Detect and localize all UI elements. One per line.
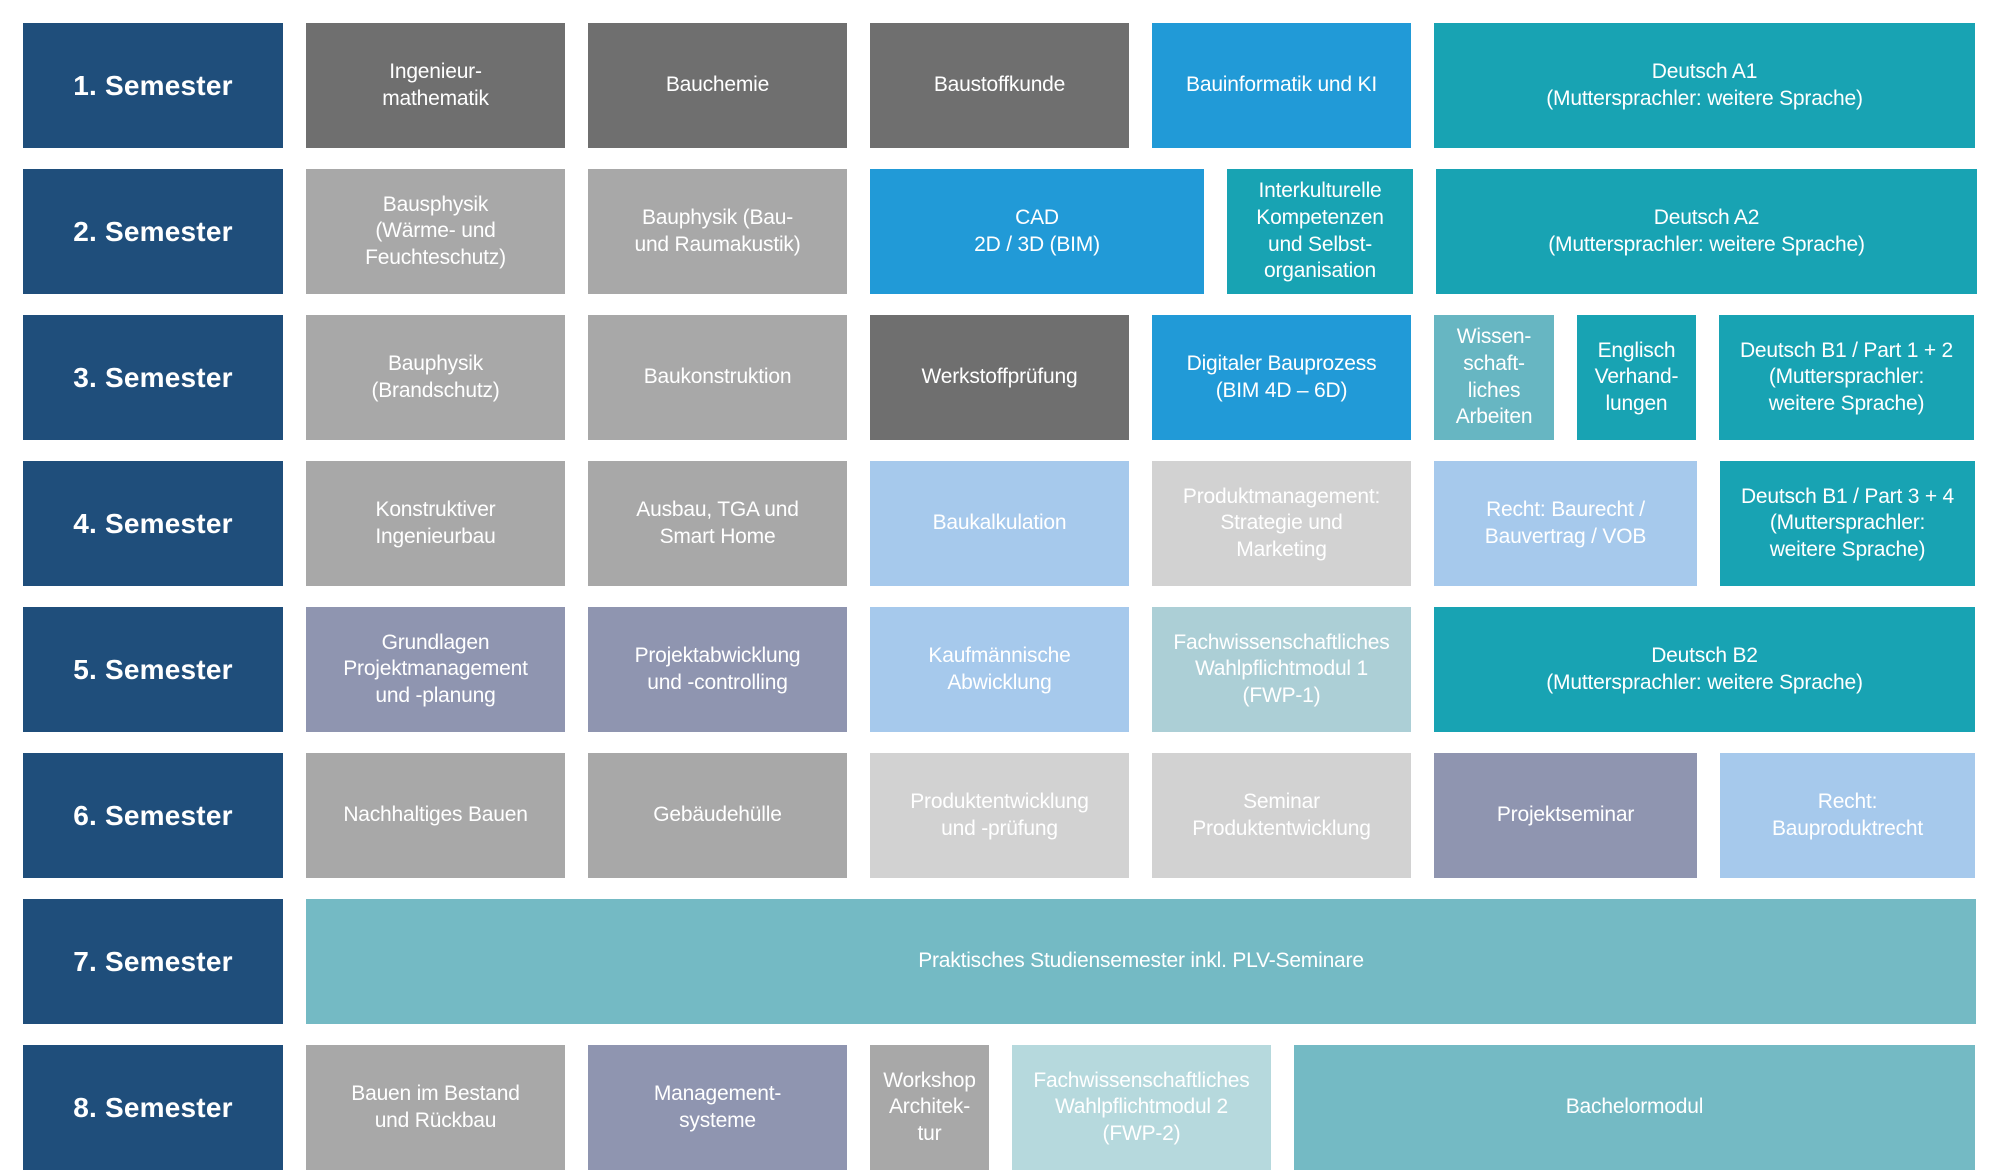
module-box: Projektseminar bbox=[1434, 753, 1697, 878]
module-box: Digitaler Bauprozess (BIM 4D – 6D) bbox=[1152, 315, 1411, 440]
module-box: Bauphysik (Bau- und Raumakustik) bbox=[588, 169, 847, 294]
semester-label: 2. Semester bbox=[23, 169, 283, 294]
module-box: Baukalkulation bbox=[870, 461, 1129, 586]
module-box: Praktisches Studiensemester inkl. PLV-Se… bbox=[306, 899, 1976, 1024]
semester-label: 4. Semester bbox=[23, 461, 283, 586]
module-box: Fachwissenschaftliches Wahlpflichtmodul … bbox=[1012, 1045, 1271, 1170]
module-box: Seminar Produktentwicklung bbox=[1152, 753, 1411, 878]
module-box: Konstruktiver Ingenieurbau bbox=[306, 461, 565, 586]
module-box: Bauinformatik und KI bbox=[1152, 23, 1411, 148]
module-box: Wissen- schaft- liches Arbeiten bbox=[1434, 315, 1554, 440]
module-box: Gebäudehülle bbox=[588, 753, 847, 878]
module-box: Deutsch A2 (Muttersprachler: weitere Spr… bbox=[1436, 169, 1977, 294]
module-box: Deutsch A1 (Muttersprachler: weitere Spr… bbox=[1434, 23, 1975, 148]
module-box: Ingenieur- mathematik bbox=[306, 23, 565, 148]
module-box: Recht: Baurecht / Bauvertrag / VOB bbox=[1434, 461, 1697, 586]
module-box: Nachhaltiges Bauen bbox=[306, 753, 565, 878]
module-box: Englisch Verhand- lungen bbox=[1577, 315, 1696, 440]
module-box: Produktmanagement: Strategie und Marketi… bbox=[1152, 461, 1411, 586]
module-box: Bauphysik (Brandschutz) bbox=[306, 315, 565, 440]
module-box: Kaufmännische Abwicklung bbox=[870, 607, 1129, 732]
module-box: Produktentwicklung und -prüfung bbox=[870, 753, 1129, 878]
module-box: Werkstoffprüfung bbox=[870, 315, 1129, 440]
module-box: Bachelormodul bbox=[1294, 1045, 1975, 1170]
semester-label: 5. Semester bbox=[23, 607, 283, 732]
semester-label: 1. Semester bbox=[23, 23, 283, 148]
module-box: Deutsch B2 (Muttersprachler: weitere Spr… bbox=[1434, 607, 1975, 732]
module-box: Deutsch B1 / Part 3 + 4 (Muttersprachler… bbox=[1720, 461, 1975, 586]
module-box: Deutsch B1 / Part 1 + 2 (Muttersprachler… bbox=[1719, 315, 1974, 440]
module-box: Baustoffkunde bbox=[870, 23, 1129, 148]
module-box: Fachwissenschaftliches Wahlpflichtmodul … bbox=[1152, 607, 1411, 732]
module-box: Recht: Bauproduktrecht bbox=[1720, 753, 1975, 878]
module-box: Ausbau, TGA und Smart Home bbox=[588, 461, 847, 586]
semester-label: 3. Semester bbox=[23, 315, 283, 440]
module-box: Baukonstruktion bbox=[588, 315, 847, 440]
module-box: Bauen im Bestand und Rückbau bbox=[306, 1045, 565, 1170]
semester-label: 8. Semester bbox=[23, 1045, 283, 1170]
module-box: CAD 2D / 3D (BIM) bbox=[870, 169, 1204, 294]
module-box: Management- systeme bbox=[588, 1045, 847, 1170]
module-box: Workshop Architek- tur bbox=[870, 1045, 989, 1170]
module-box: Projektabwicklung und -controlling bbox=[588, 607, 847, 732]
semester-label: 6. Semester bbox=[23, 753, 283, 878]
module-box: Bauchemie bbox=[588, 23, 847, 148]
module-box: Interkulturelle Kompetenzen und Selbst- … bbox=[1227, 169, 1413, 294]
module-box: Grundlagen Projektmanagement und -planun… bbox=[306, 607, 565, 732]
module-box: Bausphysik (Wärme- und Feuchteschutz) bbox=[306, 169, 565, 294]
semester-label: 7. Semester bbox=[23, 899, 283, 1024]
